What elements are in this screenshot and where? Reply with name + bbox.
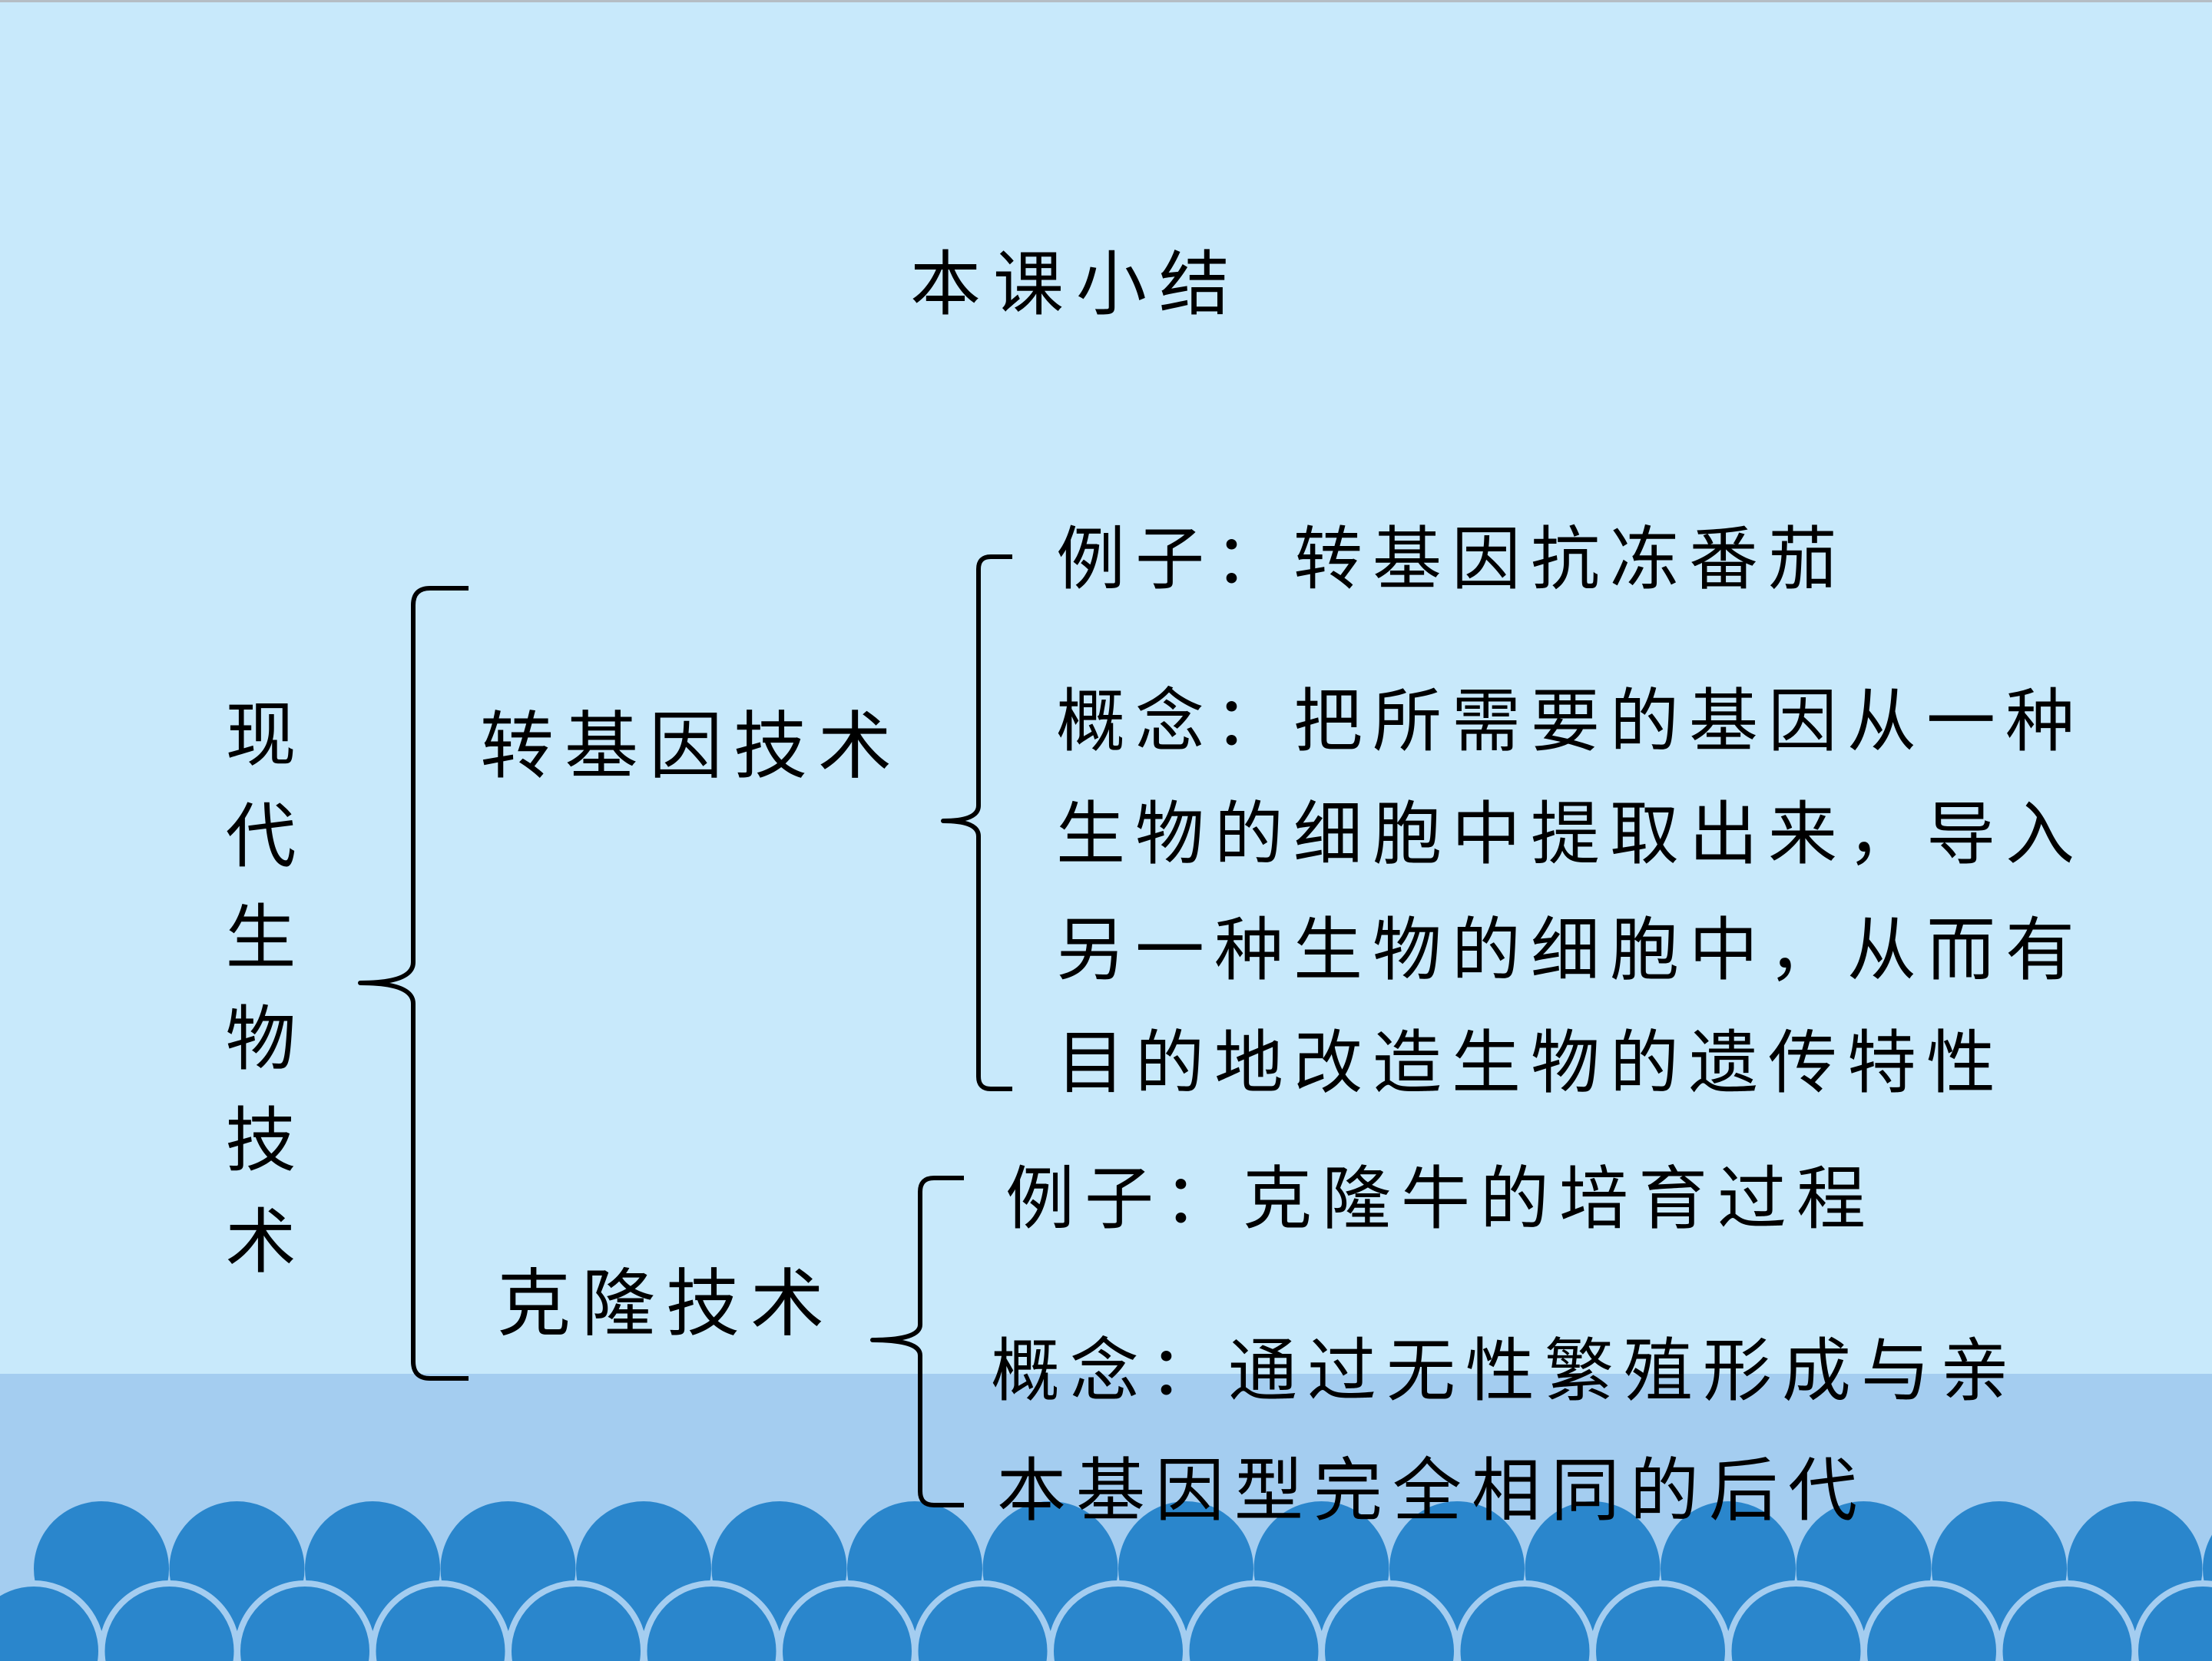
branch-label-cloning: 克隆技术	[497, 1261, 835, 1347]
root-topic: 现代生物技术	[214, 697, 296, 1305]
main-brace	[358, 586, 469, 1381]
transgenic-concept-line: 另一种生物的细胞中，从而有	[1056, 910, 2085, 991]
transgenic-concept-line: 概念：把所需要的基因从一种	[1056, 681, 2085, 762]
transgenic-concept-line: 生物的细胞中提取出来，导入	[1056, 794, 2085, 875]
transgenic-brace	[941, 554, 1012, 1091]
cloning-concept-line: 本基因型完全相同的后代	[997, 1451, 1867, 1531]
slide-title: 本课小结	[910, 243, 1243, 326]
wave-scallop	[2132, 1580, 2212, 1661]
branch-label-transgenic: 转基因技术	[480, 703, 902, 789]
cloning-concept-line: 概念：通过无性繁殖形成与亲	[991, 1331, 2019, 1411]
cloning-brace	[870, 1176, 964, 1507]
transgenic-example: 例子：转基因抗冻番茄	[1056, 519, 1847, 600]
cloning-example: 例子：克隆牛的培育过程	[1005, 1159, 1876, 1239]
transgenic-concept-line: 目的地改造生物的遗传特性	[1056, 1023, 2005, 1103]
wave-border	[0, 1501, 2212, 1661]
